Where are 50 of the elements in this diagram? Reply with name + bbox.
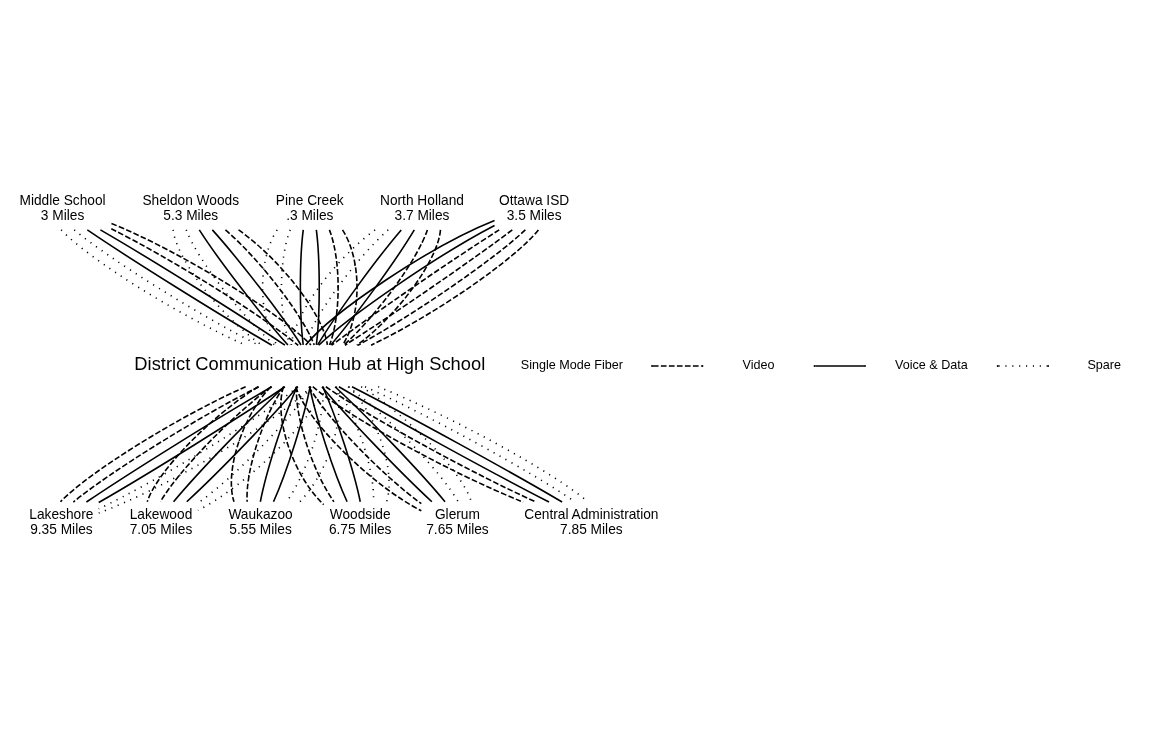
- node-text: Sheldon Woods 5.3 Miles: [142, 192, 240, 223]
- connector: [321, 385, 433, 503]
- legend-label: Video: [742, 357, 775, 372]
- node-text: Central Administration 7.85 Miles: [524, 506, 659, 537]
- connector: [295, 385, 423, 512]
- node-text: Pine Creek .3 Miles: [275, 192, 344, 223]
- node-text: North Holland 3.7 Miles: [380, 192, 464, 223]
- node-text: Woodside 6.75 Miles: [328, 506, 392, 537]
- connector: [172, 228, 263, 346]
- node-text: Waukazoo 5.55 Miles: [228, 506, 293, 537]
- connector: [211, 228, 302, 346]
- connector: [299, 228, 305, 346]
- connector: [356, 228, 442, 346]
- node-text: Lakeshore 9.35 Miles: [29, 506, 94, 537]
- connector: [261, 228, 278, 346]
- connector: [172, 385, 286, 503]
- connector: [343, 228, 429, 346]
- label: Single Mode Fiber: [520, 357, 623, 372]
- connector: [259, 385, 298, 503]
- legend-label: Spare: [1087, 357, 1121, 372]
- connector: [308, 385, 423, 504]
- connector: [237, 228, 329, 346]
- connector: [290, 228, 376, 346]
- connector: [315, 228, 321, 346]
- connector: [308, 385, 348, 503]
- connector: [303, 228, 389, 346]
- connector: [197, 385, 325, 511]
- connector: [330, 228, 416, 346]
- connector: [316, 228, 403, 346]
- node-text: District Communication Hub at High School: [134, 352, 486, 374]
- legend-label: Voice & Data: [894, 357, 968, 372]
- node-text: Glerum 7.65 Miles: [426, 506, 489, 537]
- connector: [341, 228, 358, 346]
- connector: [146, 385, 260, 503]
- connector: [348, 385, 390, 503]
- connector: [334, 385, 446, 503]
- connector: [159, 385, 273, 503]
- connector: [360, 385, 473, 503]
- connector: [197, 385, 312, 504]
- connector: [224, 228, 315, 346]
- connector: [198, 228, 289, 346]
- connector: [185, 228, 276, 346]
- connector: [347, 385, 459, 503]
- connector: [230, 385, 272, 503]
- connector: [185, 385, 299, 503]
- connector: [246, 385, 285, 503]
- connector: [328, 228, 339, 346]
- node-text: Middle School 3 Miles: [19, 192, 106, 223]
- node-text: Ottawa ISD 3.5 Miles: [499, 192, 570, 223]
- node-text: Lakewood 7.05 Miles: [129, 506, 193, 537]
